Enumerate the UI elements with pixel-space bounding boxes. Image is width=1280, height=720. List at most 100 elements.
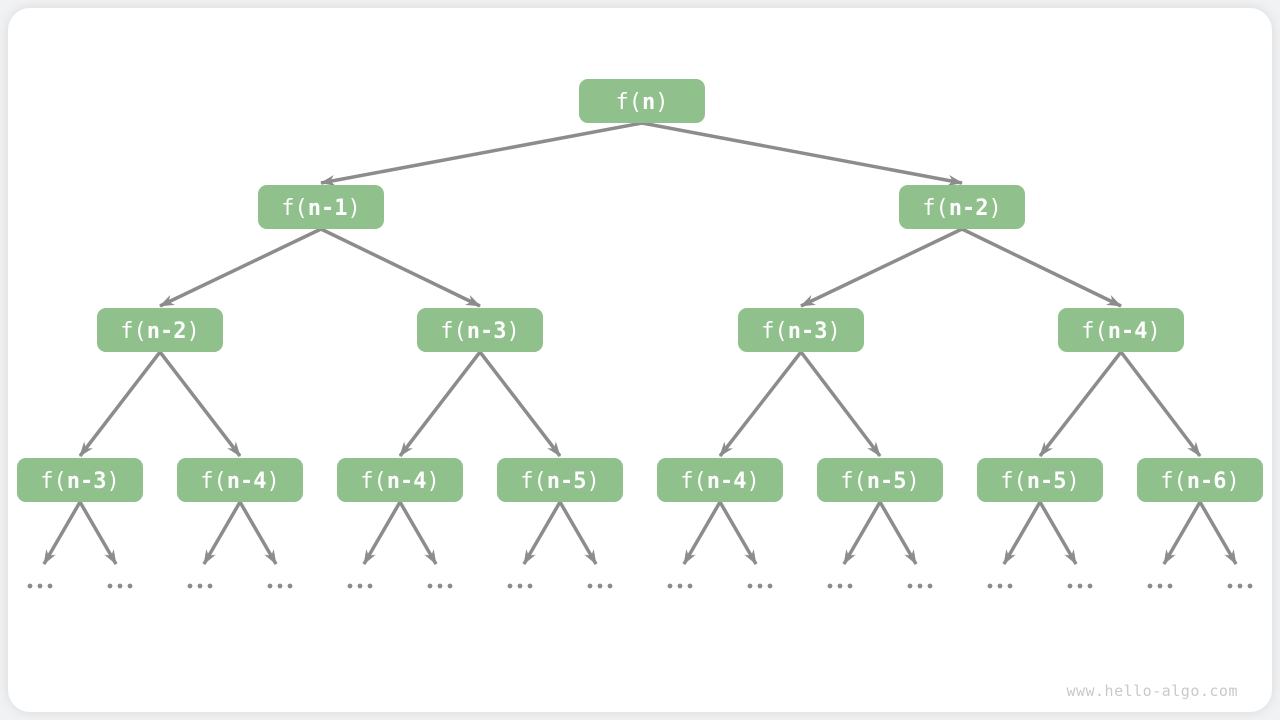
ellipsis-dot xyxy=(207,583,213,589)
nodes-layer: f(n) f(n-1) f(n-2) f(n-2) f(n-3) f(n-3) f(n-4)… xyxy=(17,79,1263,502)
tree-edge xyxy=(718,501,758,565)
tree-node: f(n-4) xyxy=(337,458,463,502)
tree-node: f(n-4) xyxy=(657,458,783,502)
tree-edge xyxy=(1198,501,1238,565)
tree-edge xyxy=(799,350,882,458)
ellipsis-dot xyxy=(1067,583,1073,589)
ellipsis-dot xyxy=(847,583,853,589)
node-box xyxy=(1058,308,1184,352)
node-label: f(n-4) xyxy=(200,469,280,494)
watermark-text: www.hello-algo.com xyxy=(1066,682,1238,700)
node-box xyxy=(258,185,384,229)
ellipsis-dot xyxy=(917,583,923,589)
ellipsis-dot xyxy=(827,583,833,589)
tree-edge xyxy=(1162,501,1202,565)
ellipsis-dot xyxy=(687,583,693,589)
node-box xyxy=(417,308,543,352)
ellipsis-dot xyxy=(837,583,843,589)
tree-edge xyxy=(1119,350,1202,458)
node-box xyxy=(738,308,864,352)
tree-edge xyxy=(78,501,118,565)
tree-node: f(n-3) xyxy=(417,308,543,352)
tree-edge xyxy=(398,501,438,565)
leaf-ellipsis xyxy=(187,583,213,589)
ellipsis-dot xyxy=(47,583,53,589)
ellipsis-dot xyxy=(1227,583,1233,589)
leaf-ellipsis xyxy=(1067,583,1093,589)
ellipsis-dot xyxy=(987,583,993,589)
node-label: f(n-3) xyxy=(40,469,120,494)
ellipsis-dot xyxy=(197,583,203,589)
node-label: f(n-6) xyxy=(1160,469,1240,494)
ellipsis-dot xyxy=(507,583,513,589)
tree-edge xyxy=(558,501,598,565)
node-label: f(n-4) xyxy=(1081,319,1161,344)
ellipsis-dot xyxy=(367,583,373,589)
node-box xyxy=(899,185,1025,229)
ellipsis-dot xyxy=(1007,583,1013,589)
node-label: f(n) xyxy=(616,90,669,115)
tree-edge xyxy=(478,350,562,458)
leaf-ellipsis xyxy=(1147,583,1173,589)
node-box xyxy=(579,79,705,123)
ellipsis-dot xyxy=(1157,583,1163,589)
tree-node: f(n-2) xyxy=(899,185,1025,229)
leaf-ellipsis xyxy=(427,583,453,589)
ellipsis-dot xyxy=(117,583,123,589)
ellipsis-dot xyxy=(667,583,673,589)
tree-edge xyxy=(718,350,803,458)
node-label: f(n-2) xyxy=(922,196,1002,221)
leaf-ellipsis xyxy=(507,583,533,589)
ellipsis-dot xyxy=(677,583,683,589)
ellipsis-dot xyxy=(127,583,133,589)
tree-edge xyxy=(842,501,882,565)
ellipsis-dot xyxy=(907,583,913,589)
tree-node: f(n-6) xyxy=(1137,458,1263,502)
leaf-ellipsis xyxy=(587,583,613,589)
node-label: f(n-5) xyxy=(1000,469,1080,494)
tree-node: f(n-2) xyxy=(97,308,223,352)
tree-edge xyxy=(1038,501,1078,565)
node-box xyxy=(977,458,1103,502)
leaf-ellipsis xyxy=(827,583,853,589)
node-label: f(n-5) xyxy=(520,469,600,494)
tree-edge xyxy=(238,501,278,565)
tree-node: f(n-5) xyxy=(497,458,623,502)
ellipsis-dot xyxy=(427,583,433,589)
ellipsis-dot xyxy=(267,583,273,589)
ellipsis-dot xyxy=(1167,583,1173,589)
node-box xyxy=(497,458,623,502)
ellipsis-dot xyxy=(927,583,933,589)
ellipsis-dot xyxy=(1247,583,1253,589)
ellipsis-dot xyxy=(107,583,113,589)
node-label: f(n-4) xyxy=(360,469,440,494)
leaf-ellipsis xyxy=(907,583,933,589)
ellipsis-dot xyxy=(437,583,443,589)
node-label: f(n-5) xyxy=(840,469,920,494)
node-box xyxy=(817,458,943,502)
tree-node: f(n) xyxy=(579,79,705,123)
ellipsis-dot xyxy=(517,583,523,589)
ellipsis-dot xyxy=(27,583,33,589)
ellipsis-dot xyxy=(587,583,593,589)
tree-node: f(n-5) xyxy=(817,458,943,502)
ellipsis-dot xyxy=(1077,583,1083,589)
tree-edge xyxy=(522,501,562,565)
node-label: f(n-3) xyxy=(440,319,520,344)
tree-edge xyxy=(158,350,242,458)
tree-edge xyxy=(961,227,1122,308)
tree-edge xyxy=(362,501,402,565)
ellipsis-dot xyxy=(1087,583,1093,589)
ellipsis-dot xyxy=(187,583,193,589)
leaf-ellipsis xyxy=(27,583,53,589)
ellipsis-dot xyxy=(1237,583,1243,589)
leaf-ellipsis xyxy=(1227,583,1253,589)
ellipsis-dot xyxy=(767,583,773,589)
tree-edge xyxy=(320,121,643,186)
node-box xyxy=(1137,458,1263,502)
tree-node: f(n-3) xyxy=(738,308,864,352)
node-box xyxy=(97,308,223,352)
tree-node: f(n-4) xyxy=(1058,308,1184,352)
tree-node: f(n-1) xyxy=(258,185,384,229)
